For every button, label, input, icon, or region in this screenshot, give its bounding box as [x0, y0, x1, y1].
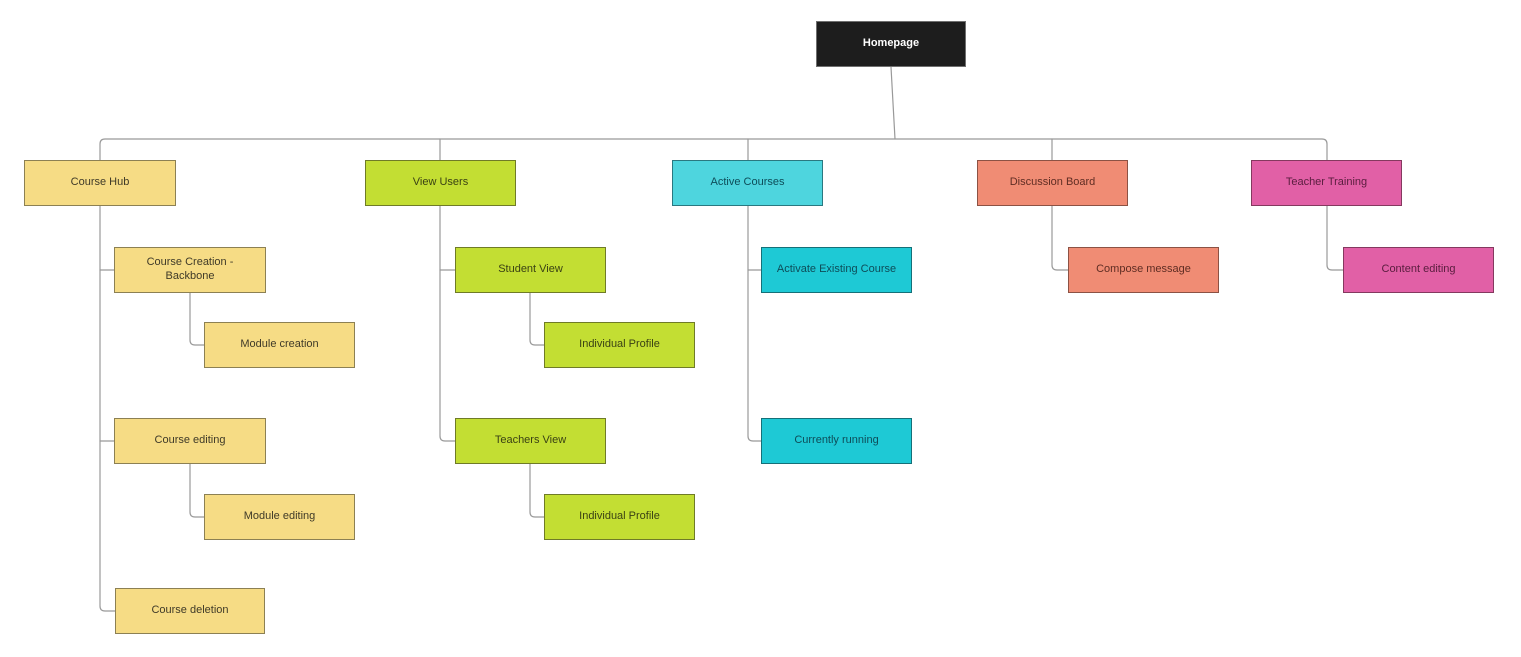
node-student-view[interactable]: Student View: [455, 247, 606, 293]
connector-course-hub-spine: [99, 205, 116, 612]
node-teacher-training[interactable]: Teacher Training: [1251, 160, 1402, 206]
node-course-deletion[interactable]: Course deletion: [115, 588, 265, 634]
connector-module-creation: [189, 292, 205, 346]
node-compose-message[interactable]: Compose message: [1068, 247, 1219, 293]
node-teachers-individual-profile[interactable]: Individual Profile: [544, 494, 695, 540]
node-content-editing[interactable]: Content editing: [1343, 247, 1494, 293]
node-course-creation-backbone[interactable]: Course Creation -Backbone: [114, 247, 266, 293]
connector-student-profile: [529, 292, 545, 346]
connector-active-courses-spine: [747, 205, 762, 442]
connector-content-editing: [1326, 205, 1344, 271]
node-teachers-view[interactable]: Teachers View: [455, 418, 606, 464]
connector-view-users-spine: [439, 205, 456, 442]
connector-compose-message: [1051, 205, 1069, 271]
node-active-courses[interactable]: Active Courses: [672, 160, 823, 206]
node-discussion-board[interactable]: Discussion Board: [977, 160, 1128, 206]
node-course-hub[interactable]: Course Hub: [24, 160, 176, 206]
connector-teacher-profile: [529, 463, 545, 518]
node-module-editing[interactable]: Module editing: [204, 494, 355, 540]
node-course-editing[interactable]: Course editing: [114, 418, 266, 464]
connector-module-editing: [189, 463, 205, 518]
node-currently-running[interactable]: Currently running: [761, 418, 912, 464]
node-activate-existing-course[interactable]: Activate Existing Course: [761, 247, 912, 293]
connector-trunk: [99, 138, 1328, 161]
node-student-individual-profile[interactable]: Individual Profile: [544, 322, 695, 368]
node-module-creation[interactable]: Module creation: [204, 322, 355, 368]
node-view-users[interactable]: View Users: [365, 160, 516, 206]
node-homepage[interactable]: Homepage: [816, 21, 966, 67]
connector-homepage-trunk: [890, 66, 896, 140]
